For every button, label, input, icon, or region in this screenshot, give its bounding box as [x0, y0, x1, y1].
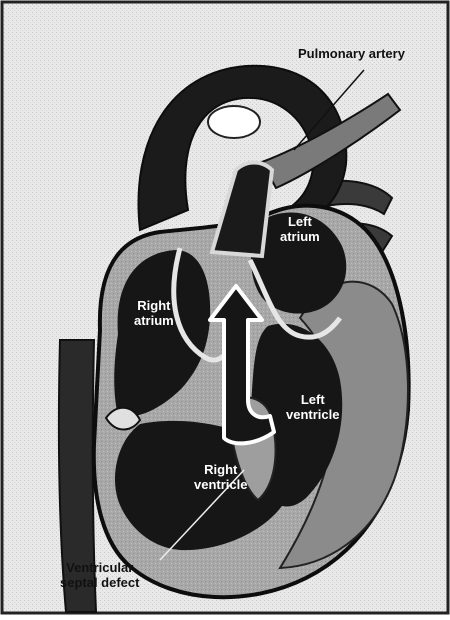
label-left-ventricle: Left ventricle [286, 392, 339, 422]
label-left-atrium: Left atrium [280, 214, 320, 244]
arch-highlight [208, 106, 260, 138]
label-right-atrium: Right atrium [134, 298, 174, 328]
label-pulmonary-artery: Pulmonary artery [298, 46, 405, 61]
label-right-ventricle: Right ventricle [194, 462, 247, 492]
label-ventricular-septal-defect: Ventricular septal defect [60, 560, 139, 590]
